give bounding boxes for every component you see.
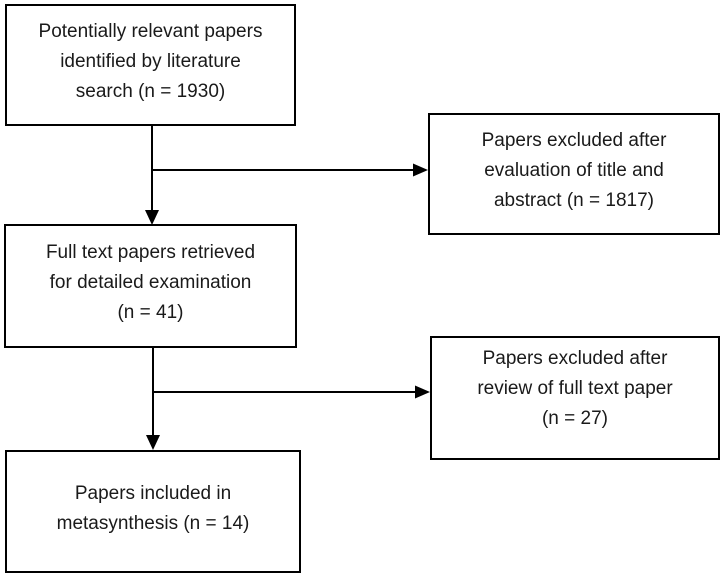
box-excluded-fulltext: Papers excluded after review of full tex… — [430, 336, 720, 460]
arrow-fulltext-to-included — [146, 348, 160, 450]
arrow-identified-to-excluded-title-abstract — [152, 163, 428, 177]
box-included-metasynthesis: Papers included in metasynthesis (n = 14… — [5, 450, 301, 573]
arrowhead-right-icon — [413, 163, 428, 177]
box-excluded-fulltext-text: Papers excluded after review of full tex… — [477, 348, 673, 429]
box-identified-papers: Potentially relevant papers identified b… — [5, 4, 296, 126]
arrowhead-right-icon — [415, 385, 430, 399]
arrow-fulltext-to-excluded-fulltext — [153, 385, 430, 399]
box-fulltext-retrieved-text: Full text papers retrieved for detailed … — [45, 242, 256, 323]
arrowhead-down-icon — [145, 210, 159, 225]
arrowhead-down-icon — [146, 435, 160, 450]
box-identified-papers-text: Potentially relevant papers identified b… — [38, 21, 263, 102]
box-excluded-title-abstract-text: Papers excluded after evaluation of titl… — [481, 130, 667, 211]
box-excluded-title-abstract: Papers excluded after evaluation of titl… — [428, 113, 720, 235]
box-fulltext-retrieved: Full text papers retrieved for detailed … — [4, 224, 297, 348]
box-included-metasynthesis-text: Papers included in metasynthesis (n = 14… — [56, 482, 250, 534]
arrow-identified-to-fulltext — [145, 126, 159, 225]
